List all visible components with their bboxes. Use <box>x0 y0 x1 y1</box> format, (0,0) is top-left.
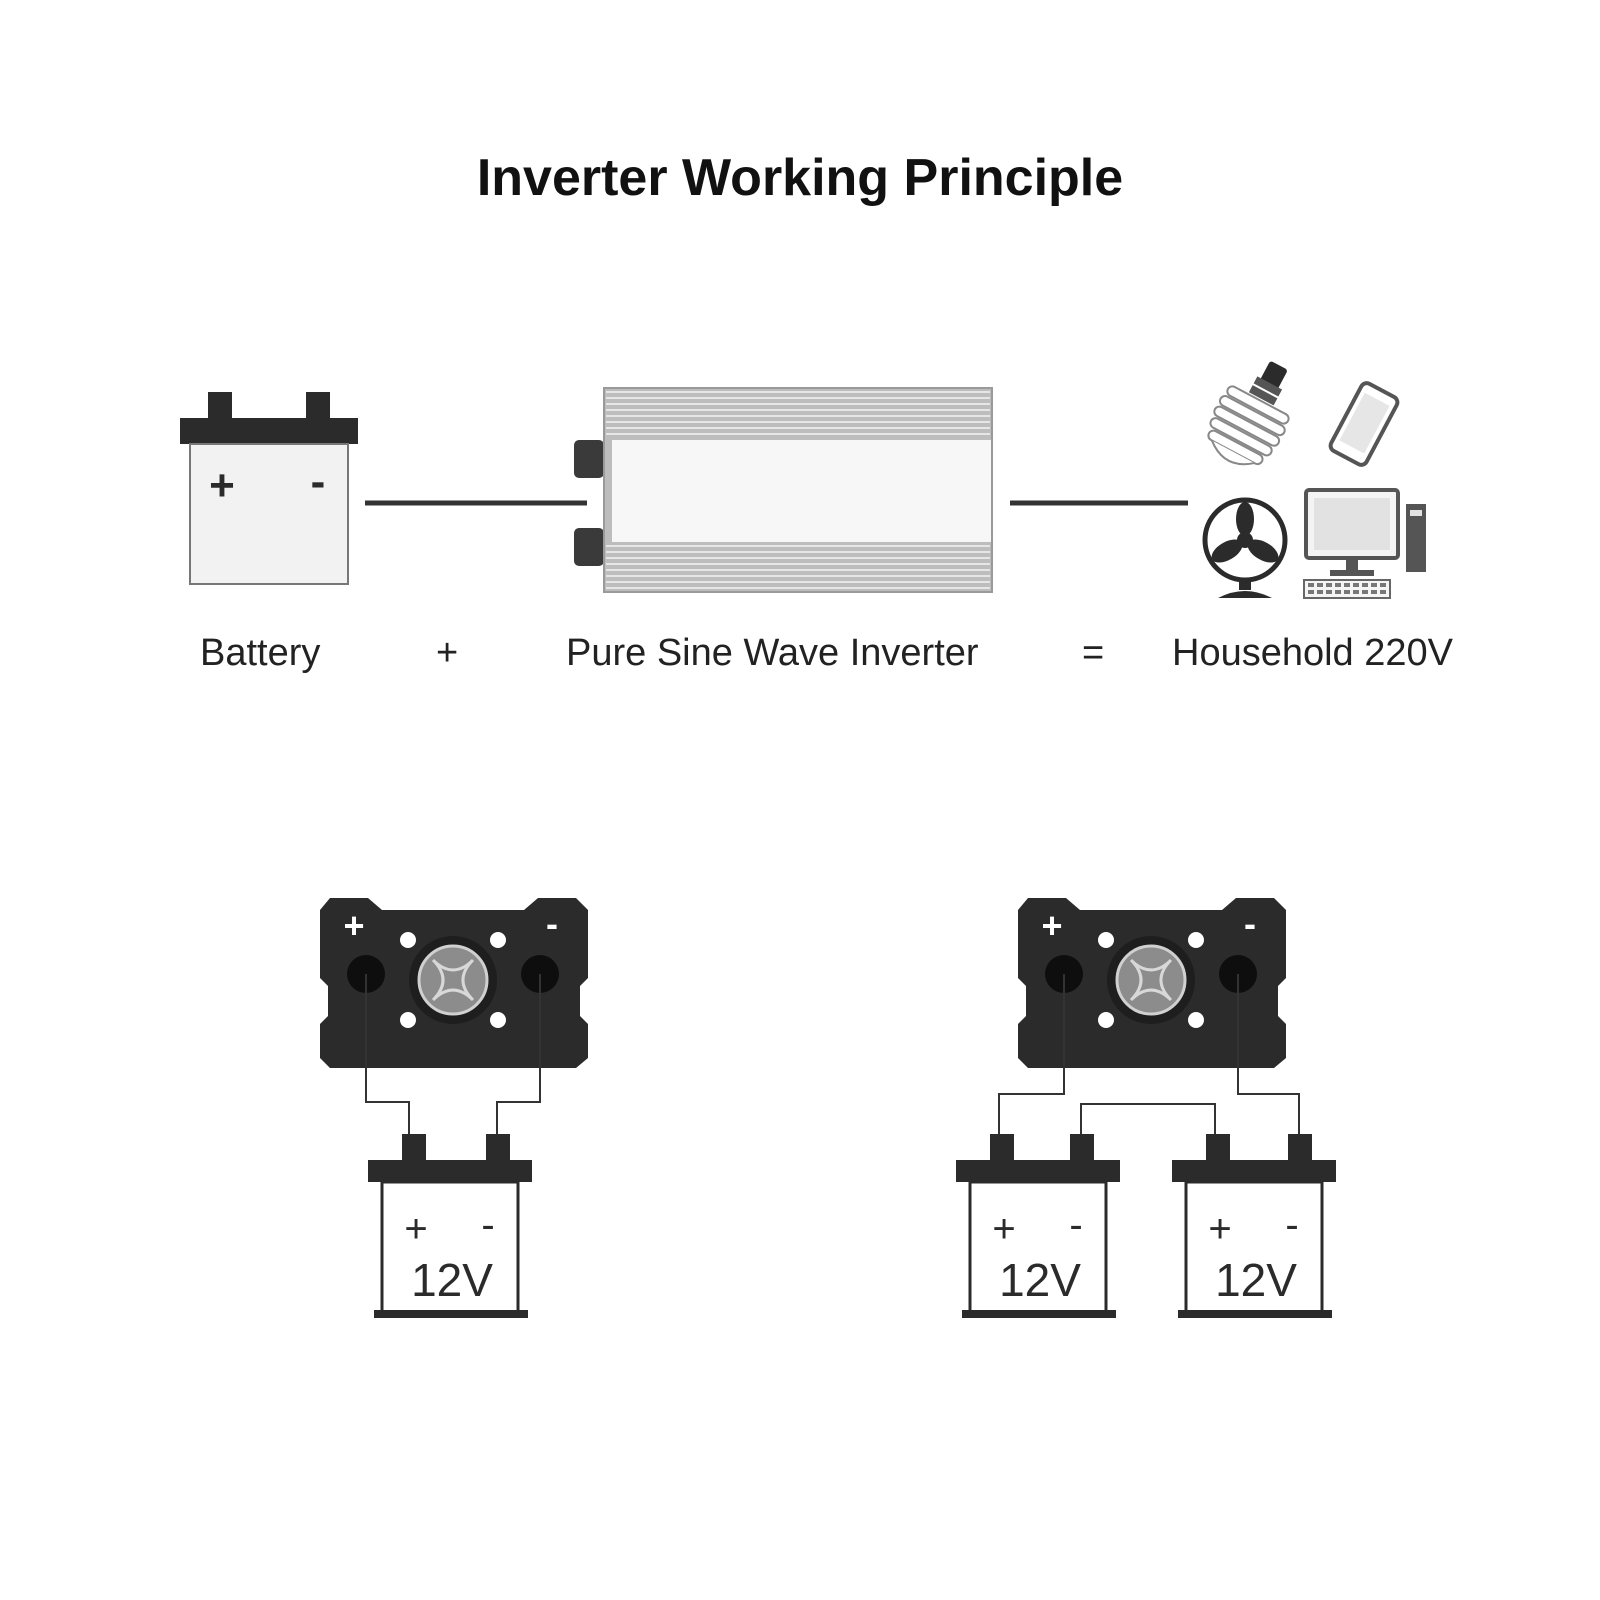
wires-series <box>998 974 1300 1136</box>
output-label: Household 220V <box>1172 632 1453 674</box>
keyboard-key <box>1326 590 1332 594</box>
keyboard-key <box>1335 590 1341 594</box>
panel-positive-symbol: + <box>343 905 364 946</box>
keyboard-key <box>1308 590 1314 594</box>
keyboard-key <box>1353 583 1359 587</box>
inverter-label: Pure Sine Wave Inverter <box>566 632 979 674</box>
panel-positive-symbol: + <box>1041 905 1062 946</box>
light-bulb-icon <box>1207 361 1290 466</box>
keyboard-key <box>1317 583 1323 587</box>
panel-negative-symbol: - <box>546 903 558 944</box>
keyboard-key <box>1335 583 1341 587</box>
battery-negative-symbol: - <box>1069 1203 1082 1247</box>
battery-voltage-label: 12V <box>411 1254 493 1306</box>
keyboard-key <box>1344 590 1350 594</box>
keyboard-key <box>1371 583 1377 587</box>
equals-sign: = <box>1082 632 1105 674</box>
battery-positive-symbol: + <box>404 1207 427 1251</box>
keyboard-key <box>1362 590 1368 594</box>
keyboard-key <box>1380 590 1386 594</box>
battery-negative-symbol: - <box>311 457 326 506</box>
keyboard-key <box>1353 590 1359 594</box>
plus-sign: + <box>436 632 459 674</box>
phone-icon <box>1328 381 1400 467</box>
panel-negative-symbol: - <box>1244 903 1256 944</box>
fan-icon <box>1202 497 1288 598</box>
keyboard-key <box>1308 583 1314 587</box>
battery-series-right: + - 12V <box>1172 1134 1336 1318</box>
battery-voltage-label: 12V <box>999 1254 1081 1306</box>
inverter-back-panel-left: + - <box>320 898 588 1068</box>
keyboard-key <box>1317 590 1323 594</box>
battery-voltage-label: 12V <box>1215 1254 1297 1306</box>
computer-icon <box>1303 488 1426 599</box>
inverter-fins-top <box>606 391 990 435</box>
battery-positive-symbol: + <box>209 461 235 510</box>
keyboard-key <box>1380 583 1386 587</box>
keyboard-keys <box>1308 583 1386 594</box>
inverter-fins-bottom <box>606 545 990 589</box>
wires-single <box>365 974 541 1136</box>
page-title: Inverter Working Principle <box>476 149 1124 207</box>
keyboard-key <box>1326 583 1332 587</box>
inverter-back-panel-right: + - <box>1018 898 1286 1068</box>
battery-negative-symbol: - <box>481 1203 494 1247</box>
keyboard-key <box>1344 583 1350 587</box>
battery-single: + - 12V <box>368 1134 532 1318</box>
battery-icon: + - <box>180 392 358 585</box>
battery-series-left: + - 12V <box>956 1134 1120 1318</box>
battery-label: Battery <box>200 632 321 674</box>
keyboard-key <box>1362 583 1368 587</box>
battery-negative-symbol: - <box>1285 1203 1298 1247</box>
battery-positive-symbol: + <box>992 1207 1015 1251</box>
keyboard-key <box>1371 590 1377 594</box>
battery-positive-symbol: + <box>1208 1207 1231 1251</box>
inverter-icon <box>574 387 993 593</box>
